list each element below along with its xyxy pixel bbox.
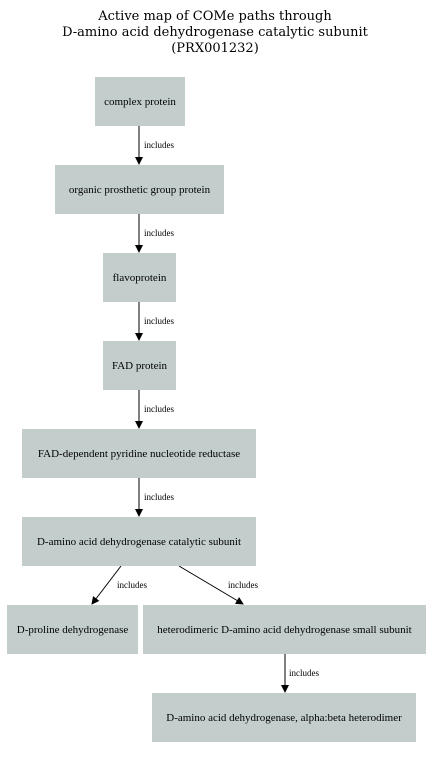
edge-label: includes [228, 580, 258, 590]
node-flavoprotein[interactable]: flavoprotein [103, 253, 176, 302]
title-line-1: Active map of COMe paths through [98, 9, 332, 24]
edge-label: includes [117, 580, 147, 590]
title-line-3: (PRX001232) [171, 41, 259, 56]
node-d-proline-dehydrogenase[interactable]: D-proline dehydrogenase [7, 605, 138, 654]
title-line-2: D-amino acid dehydrogenase catalytic sub… [62, 25, 368, 40]
edge-label: includes [144, 492, 174, 502]
node-complex-protein[interactable]: complex protein [95, 77, 185, 126]
edge-label: includes [144, 404, 174, 414]
edge-label: includes [144, 228, 174, 238]
edge-catalytic-to-small [178, 565, 244, 605]
node-fad-protein[interactable]: FAD protein [103, 341, 176, 390]
edge-catalytic-to-dproline [91, 565, 122, 605]
node-fad-dependent-reductase[interactable]: FAD-dependent pyridine nucleotide reduct… [22, 429, 256, 478]
node-catalytic-subunit[interactable]: D-amino acid dehydrogenase catalytic sub… [22, 517, 256, 566]
node-organic-prosthetic-group-protein[interactable]: organic prosthetic group protein [55, 165, 224, 214]
node-heterodimer[interactable]: D-amino acid dehydrogenase, alpha:beta h… [152, 693, 416, 742]
edge-label: includes [144, 316, 174, 326]
edge-label: includes [144, 140, 174, 150]
node-small-subunit[interactable]: heterodimeric D-amino acid dehydrogenase… [143, 605, 426, 654]
diagram-title: Active map of COMe paths through D-amino… [0, 9, 430, 57]
edge-label: includes [289, 668, 319, 678]
